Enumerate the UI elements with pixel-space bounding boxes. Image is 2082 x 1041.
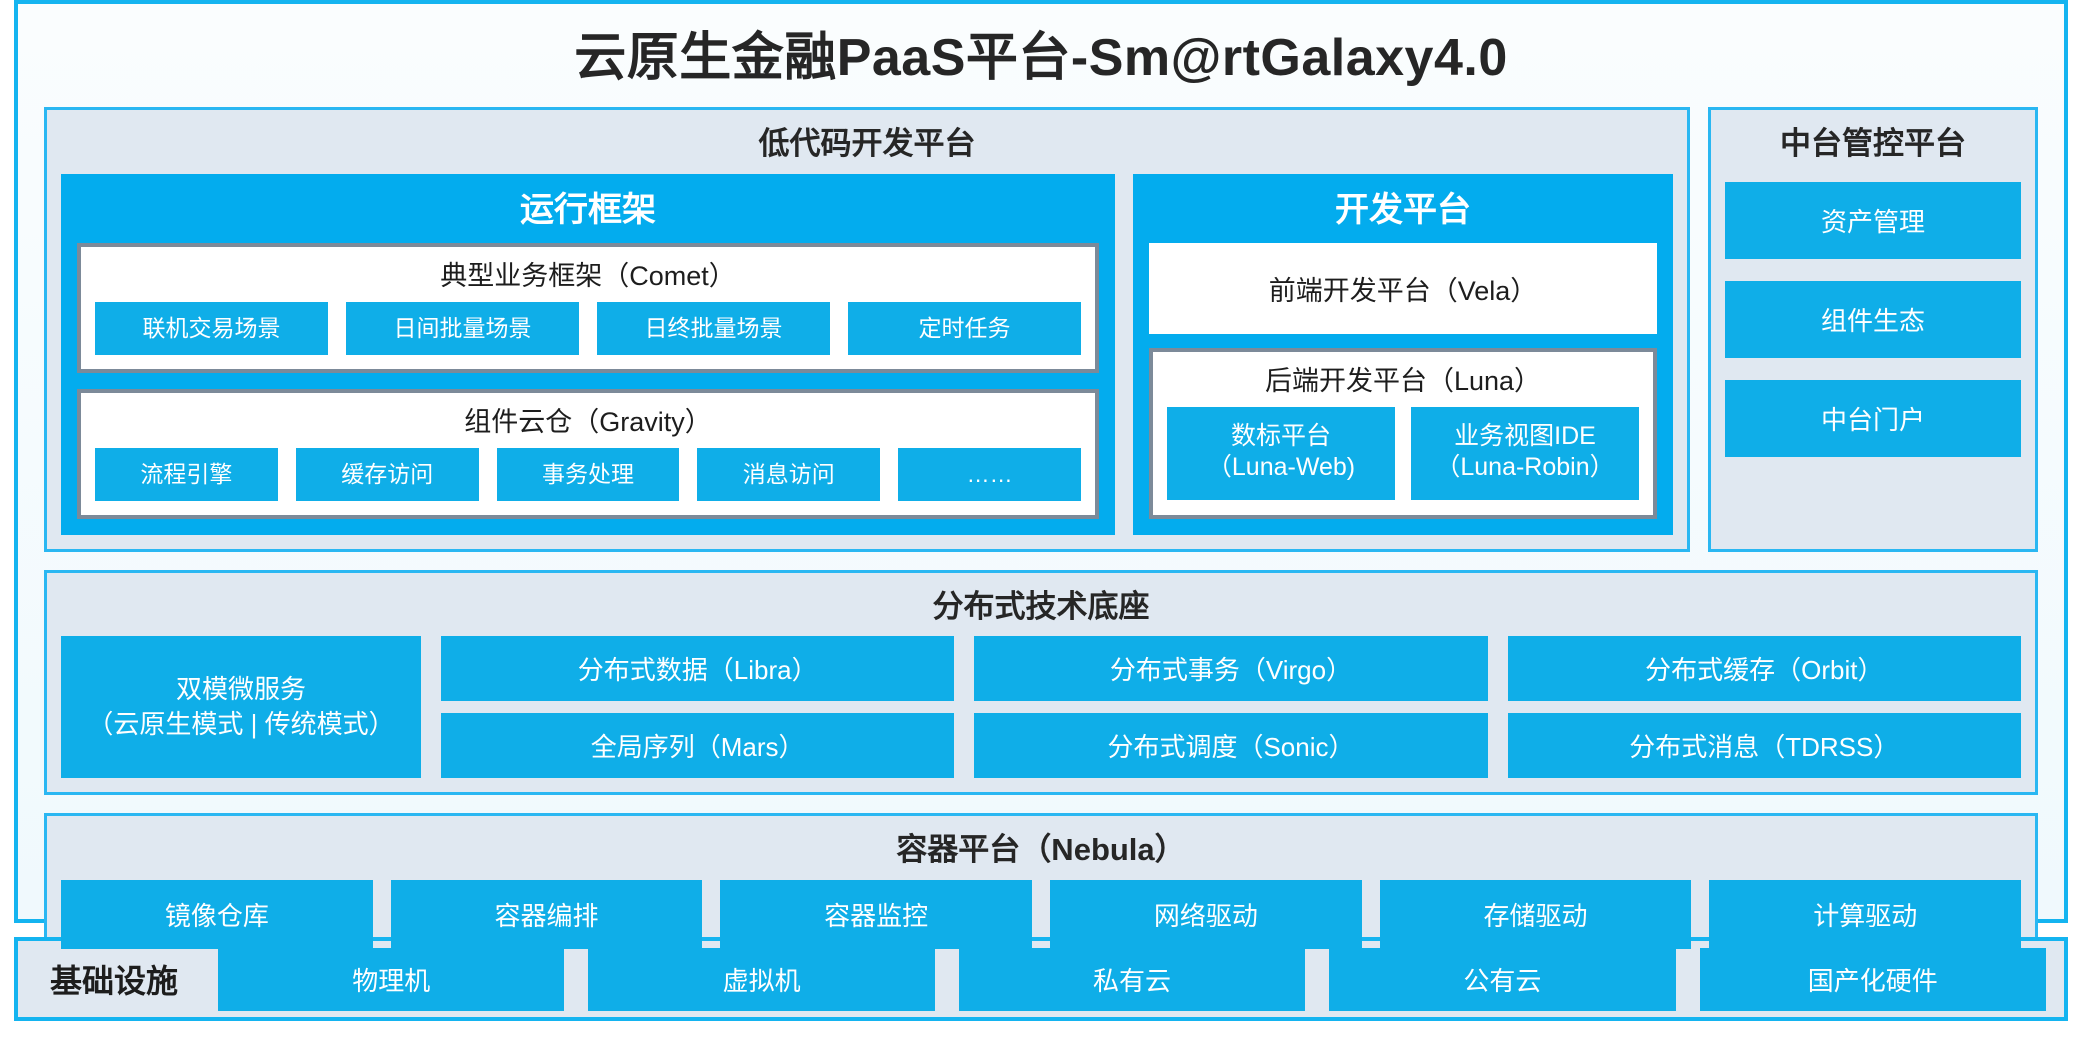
development-platform-card: 开发平台 前端开发平台（Vela） 后端开发平台（Luna） 数标平台 （Lun… (1133, 173, 1673, 535)
container-platform-panel: 容器平台（Nebula） 镜像仓库 容器编排 容器监控 网络驱动 存储驱动 计算… (44, 813, 2038, 967)
platform-shell: 云原生金融PaaS平台-Sm@rtGalaxy4.0 低代码开发平台 运行框架 … (14, 0, 2068, 967)
control-platform-title: 中台管控平台 (1780, 126, 1966, 162)
comet-title: 典型业务框架（Comet） (440, 261, 736, 292)
infrastructure-bar: 基础设施 物理机 虚拟机 私有云 公有云 国产化硬件 (14, 937, 2068, 1021)
container-item-image-registry[interactable]: 镜像仓库 (61, 880, 373, 950)
gravity-box: 组件云仓（Gravity） 流程引擎 缓存访问 事务处理 消息访问 …… (77, 389, 1099, 519)
distributed-message-tdrss[interactable]: 分布式消息（TDRSS） (1507, 713, 2021, 779)
luna-chip-group: 数标平台 （Luna-Web) 业务视图IDE （Luna-Robin） (1167, 407, 1639, 501)
luna-robin-sub: （Luna-Robin） (1435, 452, 1615, 481)
comet-chip[interactable]: 日终批量场景 (597, 302, 830, 356)
infra-item-virtual-machine[interactable]: 虚拟机 (588, 947, 935, 1011)
gravity-chip[interactable]: 消息访问 (697, 448, 881, 501)
distributed-base-title: 分布式技术底座 (932, 588, 1150, 624)
container-platform-title: 容器平台（Nebula） (896, 832, 1186, 868)
lowcode-platform-body: 运行框架 典型业务框架（Comet） 联机交易场景 日间批量场景 日终批量场景 … (61, 173, 1673, 535)
development-platform-title: 开发平台 (1335, 190, 1471, 229)
container-item-monitoring[interactable]: 容器监控 (720, 880, 1033, 950)
dual-mode-microservice-card[interactable]: 双模微服务 （云原生模式 | 传统模式） (61, 636, 421, 779)
control-item-portal[interactable]: 中台门户 (1725, 379, 2021, 457)
distributed-data-libra[interactable]: 分布式数据（Libra） (441, 636, 955, 702)
global-sequence-mars[interactable]: 全局序列（Mars） (441, 713, 955, 779)
distributed-column-3: 分布式缓存（Orbit） 分布式消息（TDRSS） (1507, 636, 2021, 779)
container-item-orchestration[interactable]: 容器编排 (390, 880, 703, 950)
luna-title: 后端开发平台（Luna） (1264, 366, 1542, 397)
infra-item-domestic-hardware[interactable]: 国产化硬件 (1699, 947, 2046, 1011)
container-item-compute-driver[interactable]: 计算驱动 (1709, 880, 2022, 950)
gravity-chip[interactable]: 流程引擎 (95, 448, 278, 501)
vela-box[interactable]: 前端开发平台（Vela） (1149, 243, 1657, 335)
distributed-transaction-virgo[interactable]: 分布式事务（Virgo） (974, 636, 1488, 702)
distributed-cache-orbit[interactable]: 分布式缓存（Orbit） (1507, 636, 2021, 702)
infrastructure-items: 物理机 虚拟机 私有云 公有云 国产化硬件 (218, 947, 2046, 1011)
container-platform-items: 镜像仓库 容器编排 容器监控 网络驱动 存储驱动 计算驱动 (61, 880, 2022, 950)
page-title: 云原生金融PaaS平台-Sm@rtGalaxy4.0 (574, 29, 1508, 87)
gravity-chip[interactable]: 事务处理 (496, 448, 680, 501)
distributed-base-body: 双模微服务 （云原生模式 | 传统模式） 分布式数据（Libra） 全局序列（M… (61, 636, 2021, 779)
gravity-title: 组件云仓（Gravity） (464, 407, 712, 438)
container-item-storage-driver[interactable]: 存储驱动 (1379, 880, 1692, 950)
comet-box: 典型业务框架（Comet） 联机交易场景 日间批量场景 日终批量场景 定时任务 (77, 243, 1099, 374)
comet-chip[interactable]: 定时任务 (848, 302, 1081, 356)
luna-web-chip[interactable]: 数标平台 （Luna-Web) (1167, 407, 1395, 501)
top-row: 低代码开发平台 运行框架 典型业务框架（Comet） 联机交易场景 日间批量场景… (44, 107, 2038, 552)
infra-item-private-cloud[interactable]: 私有云 (958, 947, 1306, 1011)
control-item-component-ecosystem[interactable]: 组件生态 (1725, 280, 2021, 358)
gravity-chip[interactable]: 缓存访问 (295, 448, 479, 501)
runtime-framework-title: 运行框架 (520, 190, 656, 229)
gravity-chip-more[interactable]: …… (898, 448, 1081, 501)
dual-mode-line1: 双模微服务 (175, 674, 306, 705)
luna-web-sub: （Luna-Web) (1206, 452, 1356, 481)
lowcode-platform-panel: 低代码开发平台 运行框架 典型业务框架（Comet） 联机交易场景 日间批量场景… (44, 107, 1690, 552)
control-platform-panel: 中台管控平台 资产管理 组件生态 中台门户 (1708, 107, 2038, 552)
runtime-framework-card: 运行框架 典型业务框架（Comet） 联机交易场景 日间批量场景 日终批量场景 … (61, 173, 1115, 535)
luna-web-name: 数标平台 (1230, 422, 1331, 451)
infrastructure-label: 基础设施 (50, 963, 179, 999)
dual-mode-line2: （云原生模式 | 传统模式） (87, 709, 395, 740)
luna-robin-name: 业务视图IDE (1454, 422, 1596, 451)
luna-robin-chip[interactable]: 业务视图IDE （Luna-Robin） (1411, 407, 1639, 501)
control-item-asset-management[interactable]: 资产管理 (1725, 181, 2021, 259)
container-item-network-driver[interactable]: 网络驱动 (1050, 880, 1362, 950)
distributed-base-panel: 分布式技术底座 双模微服务 （云原生模式 | 传统模式） 分布式数据（Libra… (44, 569, 2038, 796)
infra-item-physical-machine[interactable]: 物理机 (218, 947, 565, 1011)
distributed-column-2: 分布式事务（Virgo） 分布式调度（Sonic） (974, 636, 1488, 779)
infra-item-public-cloud[interactable]: 公有云 (1329, 947, 1676, 1011)
gravity-chip-group: 流程引擎 缓存访问 事务处理 消息访问 …… (95, 448, 1081, 501)
distributed-scheduling-sonic[interactable]: 分布式调度（Sonic） (974, 713, 1488, 779)
luna-box: 后端开发平台（Luna） 数标平台 （Luna-Web) 业务视图IDE （Lu… (1149, 348, 1657, 519)
comet-chip-group: 联机交易场景 日间批量场景 日终批量场景 定时任务 (95, 302, 1081, 356)
lowcode-platform-title: 低代码开发平台 (758, 126, 976, 162)
control-platform-items: 资产管理 组件生态 中台门户 (1725, 174, 2021, 457)
comet-chip[interactable]: 联机交易场景 (95, 302, 328, 356)
comet-chip[interactable]: 日间批量场景 (346, 302, 579, 356)
distributed-column-1: 分布式数据（Libra） 全局序列（Mars） (441, 636, 955, 779)
